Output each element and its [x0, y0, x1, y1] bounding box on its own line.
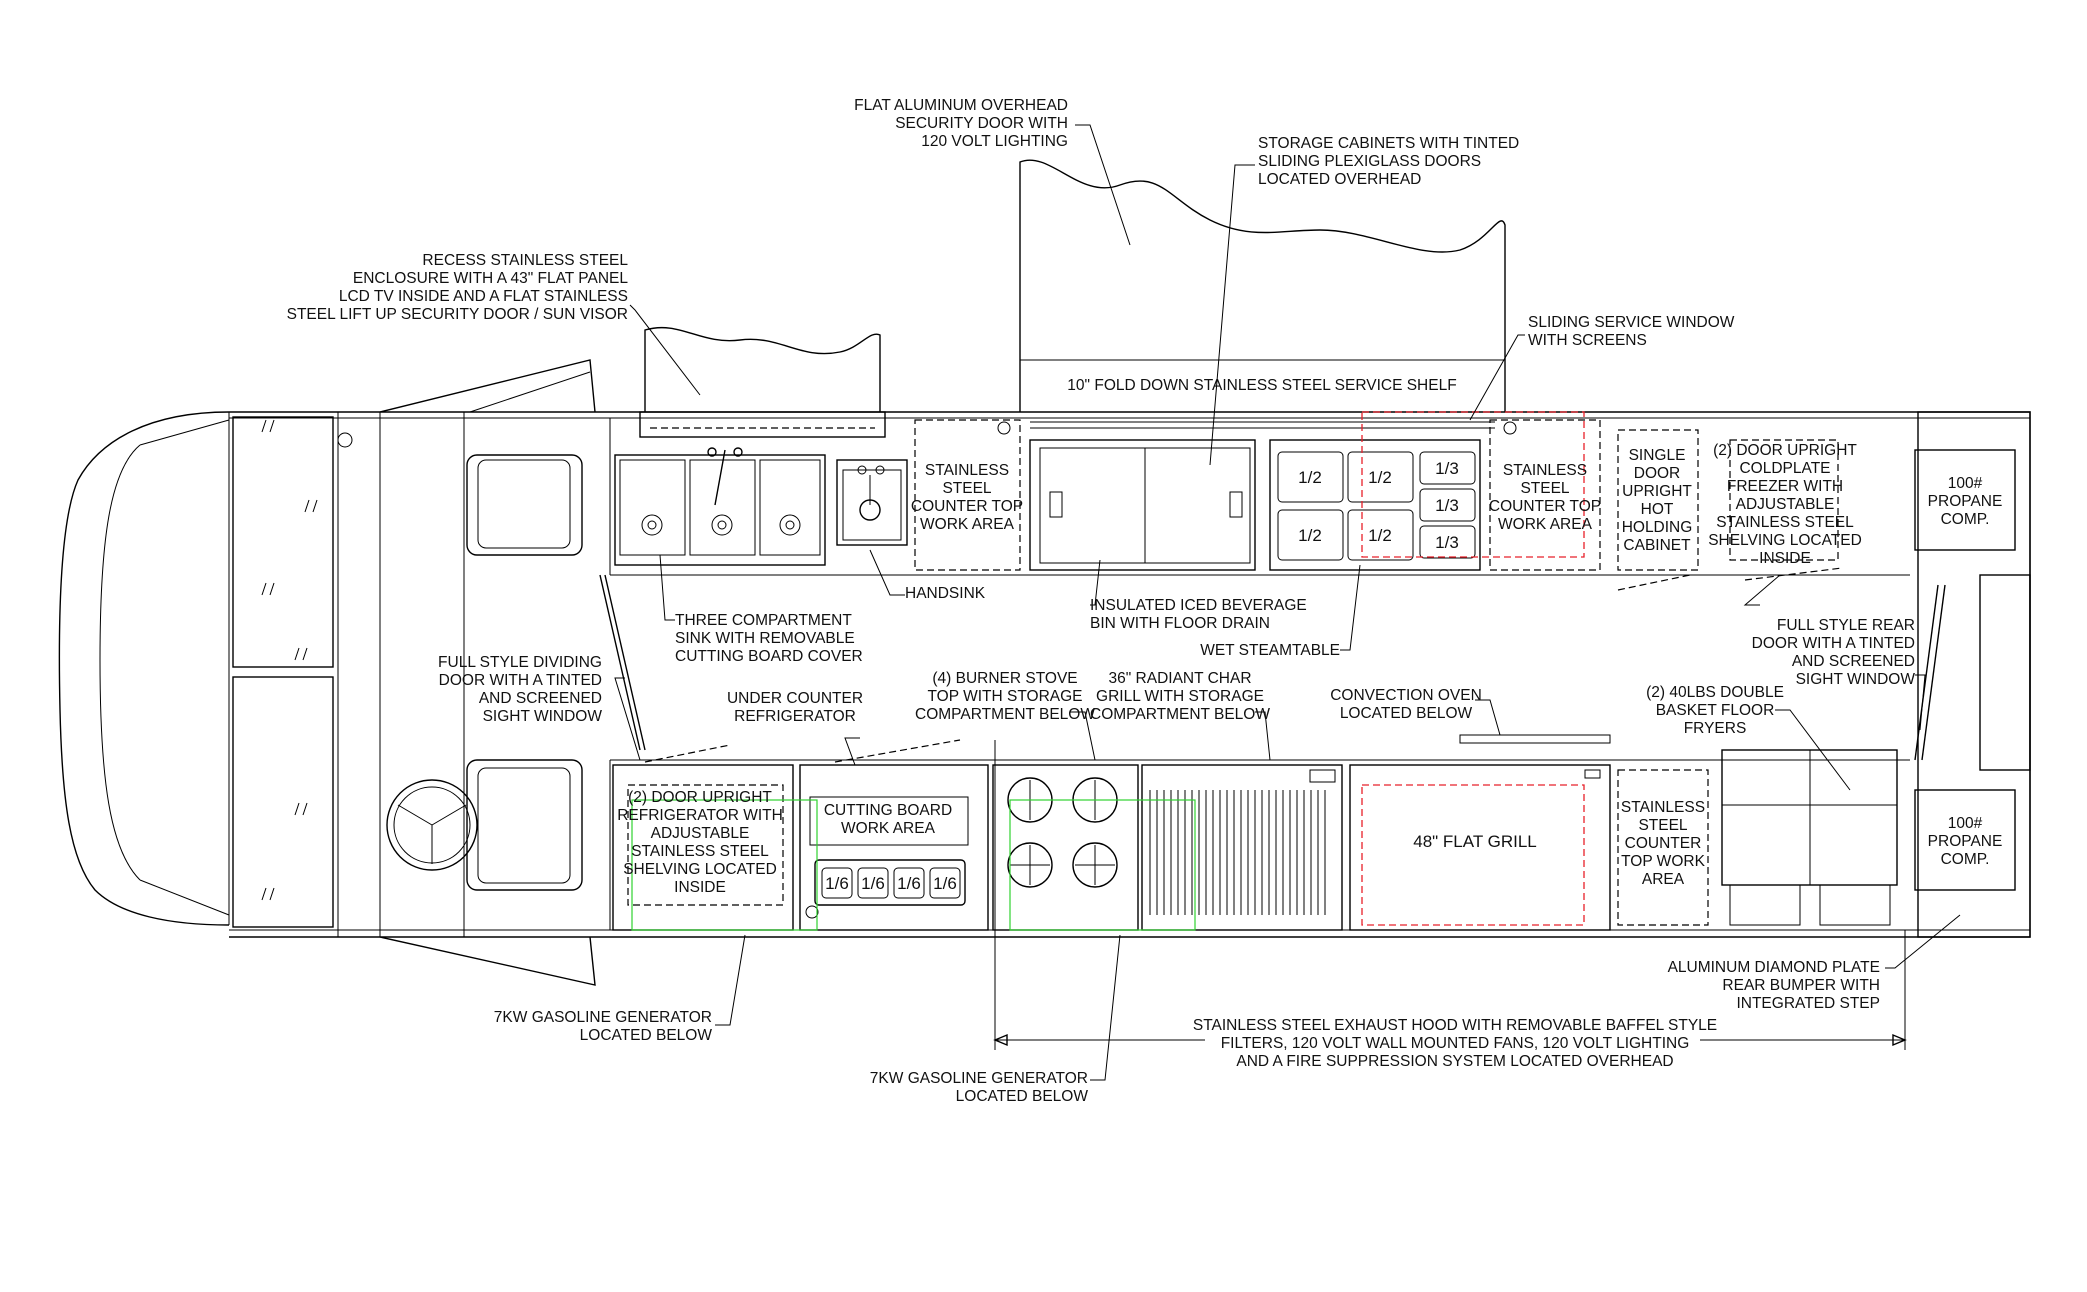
sixth-pan	[893, 867, 925, 899]
leader-lines	[614, 124, 1961, 1081]
sixth-pan	[857, 867, 889, 899]
sixth-pan-label: 1/6	[861, 874, 885, 893]
steam-pan-half: 1/2	[1298, 526, 1322, 545]
sixth-pan-label: 1/6	[897, 874, 921, 893]
hood-dimension	[993, 740, 1907, 1050]
driver-area	[386, 454, 583, 891]
steering-wheel-icon	[386, 779, 478, 871]
sixth-pan	[929, 867, 961, 899]
steam-pan-half: 1/2	[1368, 526, 1392, 545]
char-grill-grates	[1149, 790, 1326, 915]
bottom-row	[612, 734, 2016, 931]
label-handsink: HANDSINK	[905, 585, 986, 602]
sixth-pan-label: 1/6	[825, 874, 849, 893]
label-exhaust-hood: STAINLESS STEEL EXHAUST HOOD WITH REMOVA…	[1193, 1017, 1717, 1070]
steam-pan-third: 1/3	[1435, 496, 1459, 515]
burner-icon	[1007, 842, 1053, 888]
faucet-icon	[714, 449, 726, 506]
sixth-pan	[821, 867, 853, 899]
label-steamtable: WET STEAMTABLE	[1200, 642, 1340, 659]
generator-outline-1	[631, 799, 818, 931]
dividing-doors	[599, 574, 1946, 761]
steam-pan-half: 1/2	[1368, 468, 1392, 487]
drain-icon	[711, 514, 733, 536]
truck-outline	[58, 359, 2031, 986]
drain-icon	[779, 514, 801, 536]
sixth-pan-label: 1/6	[933, 874, 957, 893]
label-flat-grill: 48" FLAT GRILL	[1413, 832, 1537, 851]
steam-pan-third: 1/3	[1435, 459, 1459, 478]
overhead-items	[639, 159, 1506, 438]
steam-pan-third: 1/3	[1435, 533, 1459, 552]
top-row	[614, 419, 2016, 591]
hood-outline-bottom	[1361, 784, 1585, 926]
burner-icon	[1072, 842, 1118, 888]
steam-pan-half: 1/2	[1298, 468, 1322, 487]
hood-outline-top	[1361, 411, 1585, 558]
label-service-shelf: 10" FOLD DOWN STAINLESS STEEL SERVICE SH…	[1067, 377, 1456, 394]
drain-icon	[641, 514, 663, 536]
generator-outline-2	[1009, 799, 1196, 931]
